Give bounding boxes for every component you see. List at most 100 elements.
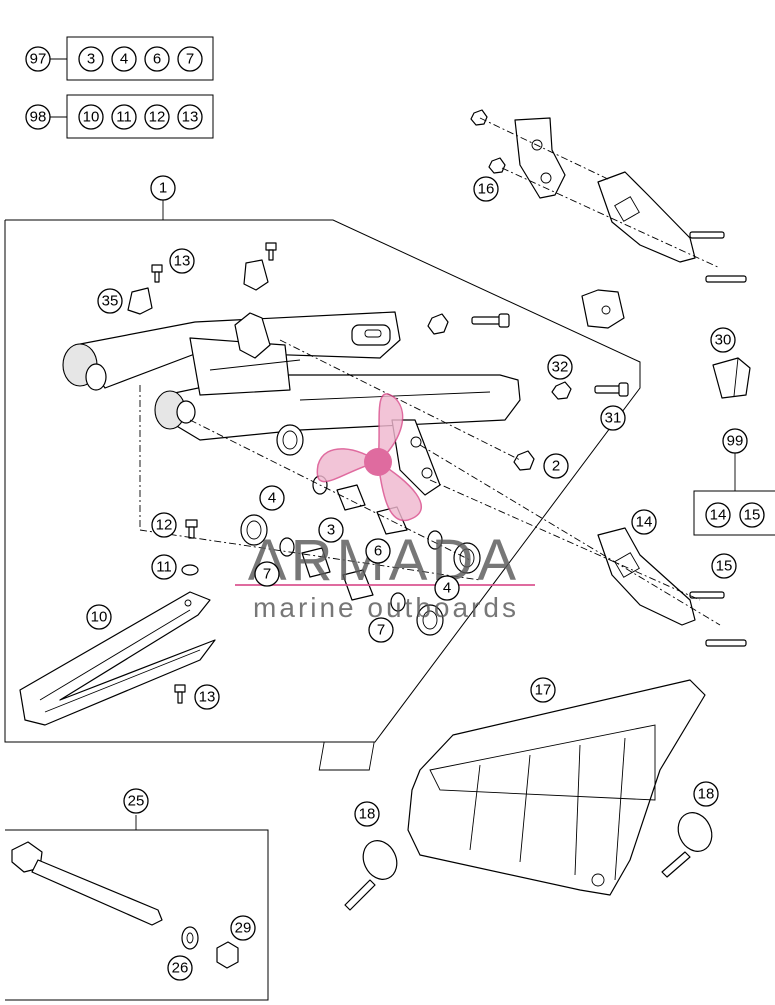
callout-6[interactable]: 6	[365, 538, 391, 564]
nut-32[interactable]	[551, 381, 572, 400]
callout-10[interactable]: 10	[86, 604, 112, 630]
kit-97-item-3[interactable]: 3	[78, 46, 104, 72]
kit-99-item-15[interactable]: 15	[739, 502, 765, 528]
svg-text:29: 29	[235, 920, 252, 937]
washer-11[interactable]	[181, 564, 199, 576]
callout-13-lower[interactable]: 13	[194, 684, 220, 710]
seal-ring-lower[interactable]	[390, 592, 406, 612]
svg-text:13: 13	[174, 253, 191, 270]
callout-4-upper[interactable]: 4	[259, 485, 285, 511]
bearing-4-right[interactable]	[453, 542, 481, 574]
screw-13-right[interactable]	[265, 242, 277, 261]
callout-30[interactable]: 30	[710, 327, 736, 353]
screw-13-lower[interactable]	[174, 684, 186, 704]
bolt-upper[interactable]	[471, 313, 510, 328]
svg-text:30: 30	[715, 332, 732, 349]
callout-3[interactable]: 3	[318, 517, 344, 543]
swingarm-axle[interactable]	[11, 841, 163, 926]
kit-97: 97 3 4 6 7	[25, 36, 214, 81]
explode-lines	[139, 117, 721, 626]
callout-12[interactable]: 12	[151, 512, 177, 538]
chain-guide-lower[interactable]	[597, 527, 747, 647]
kit-97-item-7[interactable]: 7	[177, 46, 203, 72]
screw-12[interactable]	[185, 519, 198, 539]
screw-13-upper[interactable]	[151, 264, 163, 283]
svg-text:14: 14	[636, 514, 653, 531]
screw-31[interactable]	[594, 382, 629, 397]
chain-guide-block[interactable]	[581, 289, 625, 329]
kit-97-label[interactable]: 97	[25, 46, 51, 72]
swingarm[interactable]	[62, 311, 521, 496]
callout-32[interactable]: 32	[547, 354, 573, 380]
clip-35-right[interactable]	[243, 259, 269, 291]
callout-29[interactable]: 29	[230, 915, 256, 941]
chain-guard[interactable]	[318, 679, 706, 896]
callout-1[interactable]: 1	[150, 175, 176, 201]
svg-text:2: 2	[552, 458, 560, 475]
svg-text:4: 4	[443, 580, 451, 597]
callout-14[interactable]: 14	[631, 509, 657, 535]
kit-98-item-12[interactable]: 12	[144, 104, 170, 130]
nut-2[interactable]	[513, 450, 535, 471]
callout-18-left[interactable]: 18	[354, 801, 380, 827]
svg-text:31: 31	[605, 410, 622, 427]
bearing-4-left[interactable]	[240, 514, 268, 546]
svg-text:7: 7	[263, 566, 271, 583]
callout-2[interactable]: 2	[543, 453, 569, 479]
callout-11[interactable]: 11	[151, 554, 177, 580]
svg-text:97: 97	[30, 51, 47, 68]
clip-35-left[interactable]	[127, 287, 153, 315]
svg-text:15: 15	[744, 507, 761, 524]
cable-tie-left[interactable]	[344, 835, 403, 911]
callout-13-upper[interactable]: 13	[169, 248, 195, 274]
svg-text:11: 11	[116, 109, 132, 126]
callout-18-right[interactable]: 18	[693, 781, 719, 807]
washer-26[interactable]	[181, 926, 199, 950]
kit-99-label[interactable]: 99	[722, 428, 748, 454]
callout-25[interactable]: 25	[123, 788, 149, 814]
chain-sliding-guard[interactable]	[19, 591, 216, 726]
svg-text:13: 13	[199, 689, 216, 706]
callout-4-lower[interactable]: 4	[434, 575, 460, 601]
cable-tie-right[interactable]	[661, 807, 718, 878]
callout-7-lower[interactable]: 7	[368, 617, 394, 643]
kit-98-label[interactable]: 98	[25, 104, 51, 130]
callout-7-left[interactable]: 7	[254, 561, 280, 587]
kit-97-item-6[interactable]: 6	[144, 46, 170, 72]
svg-text:98: 98	[30, 109, 47, 126]
kit-98-item-11[interactable]: 11	[111, 104, 137, 130]
callout-16[interactable]: 16	[473, 176, 499, 202]
svg-text:1: 1	[159, 180, 167, 197]
callout-17[interactable]: 17	[530, 677, 556, 703]
callout-15[interactable]: 15	[711, 553, 737, 579]
chain-guide-upper[interactable]	[597, 171, 747, 283]
nut-29[interactable]	[216, 941, 239, 969]
svg-text:18: 18	[359, 806, 376, 823]
axle-assembly-frame	[5, 815, 269, 1001]
kit-98-item-13[interactable]: 13	[177, 104, 203, 130]
callout-26[interactable]: 26	[167, 955, 193, 981]
callout-35[interactable]: 35	[97, 288, 123, 314]
svg-text:26: 26	[172, 960, 189, 977]
bearing-4-lower[interactable]	[416, 604, 444, 636]
svg-text:4: 4	[120, 51, 128, 68]
callout-31[interactable]: 31	[600, 405, 626, 431]
svg-text:6: 6	[153, 51, 161, 68]
kit-98-item-10[interactable]: 10	[78, 104, 104, 130]
bush-3-upper[interactable]	[336, 484, 366, 511]
bearing-4-upper[interactable]	[276, 424, 304, 456]
svg-text:3: 3	[327, 522, 335, 539]
svg-text:7: 7	[186, 51, 194, 68]
svg-text:12: 12	[156, 517, 173, 534]
svg-text:25: 25	[128, 793, 145, 810]
svg-text:14: 14	[710, 507, 727, 524]
svg-text:10: 10	[91, 609, 108, 626]
nut-upper[interactable]	[427, 313, 449, 335]
chain-guide-bracket-upper[interactable]	[470, 109, 566, 199]
kit-99-item-14[interactable]: 14	[705, 502, 731, 528]
seal-ring-right[interactable]	[427, 530, 443, 550]
kit-97-item-4[interactable]: 4	[111, 46, 137, 72]
clip-30[interactable]	[712, 357, 751, 399]
svg-text:18: 18	[698, 786, 715, 803]
